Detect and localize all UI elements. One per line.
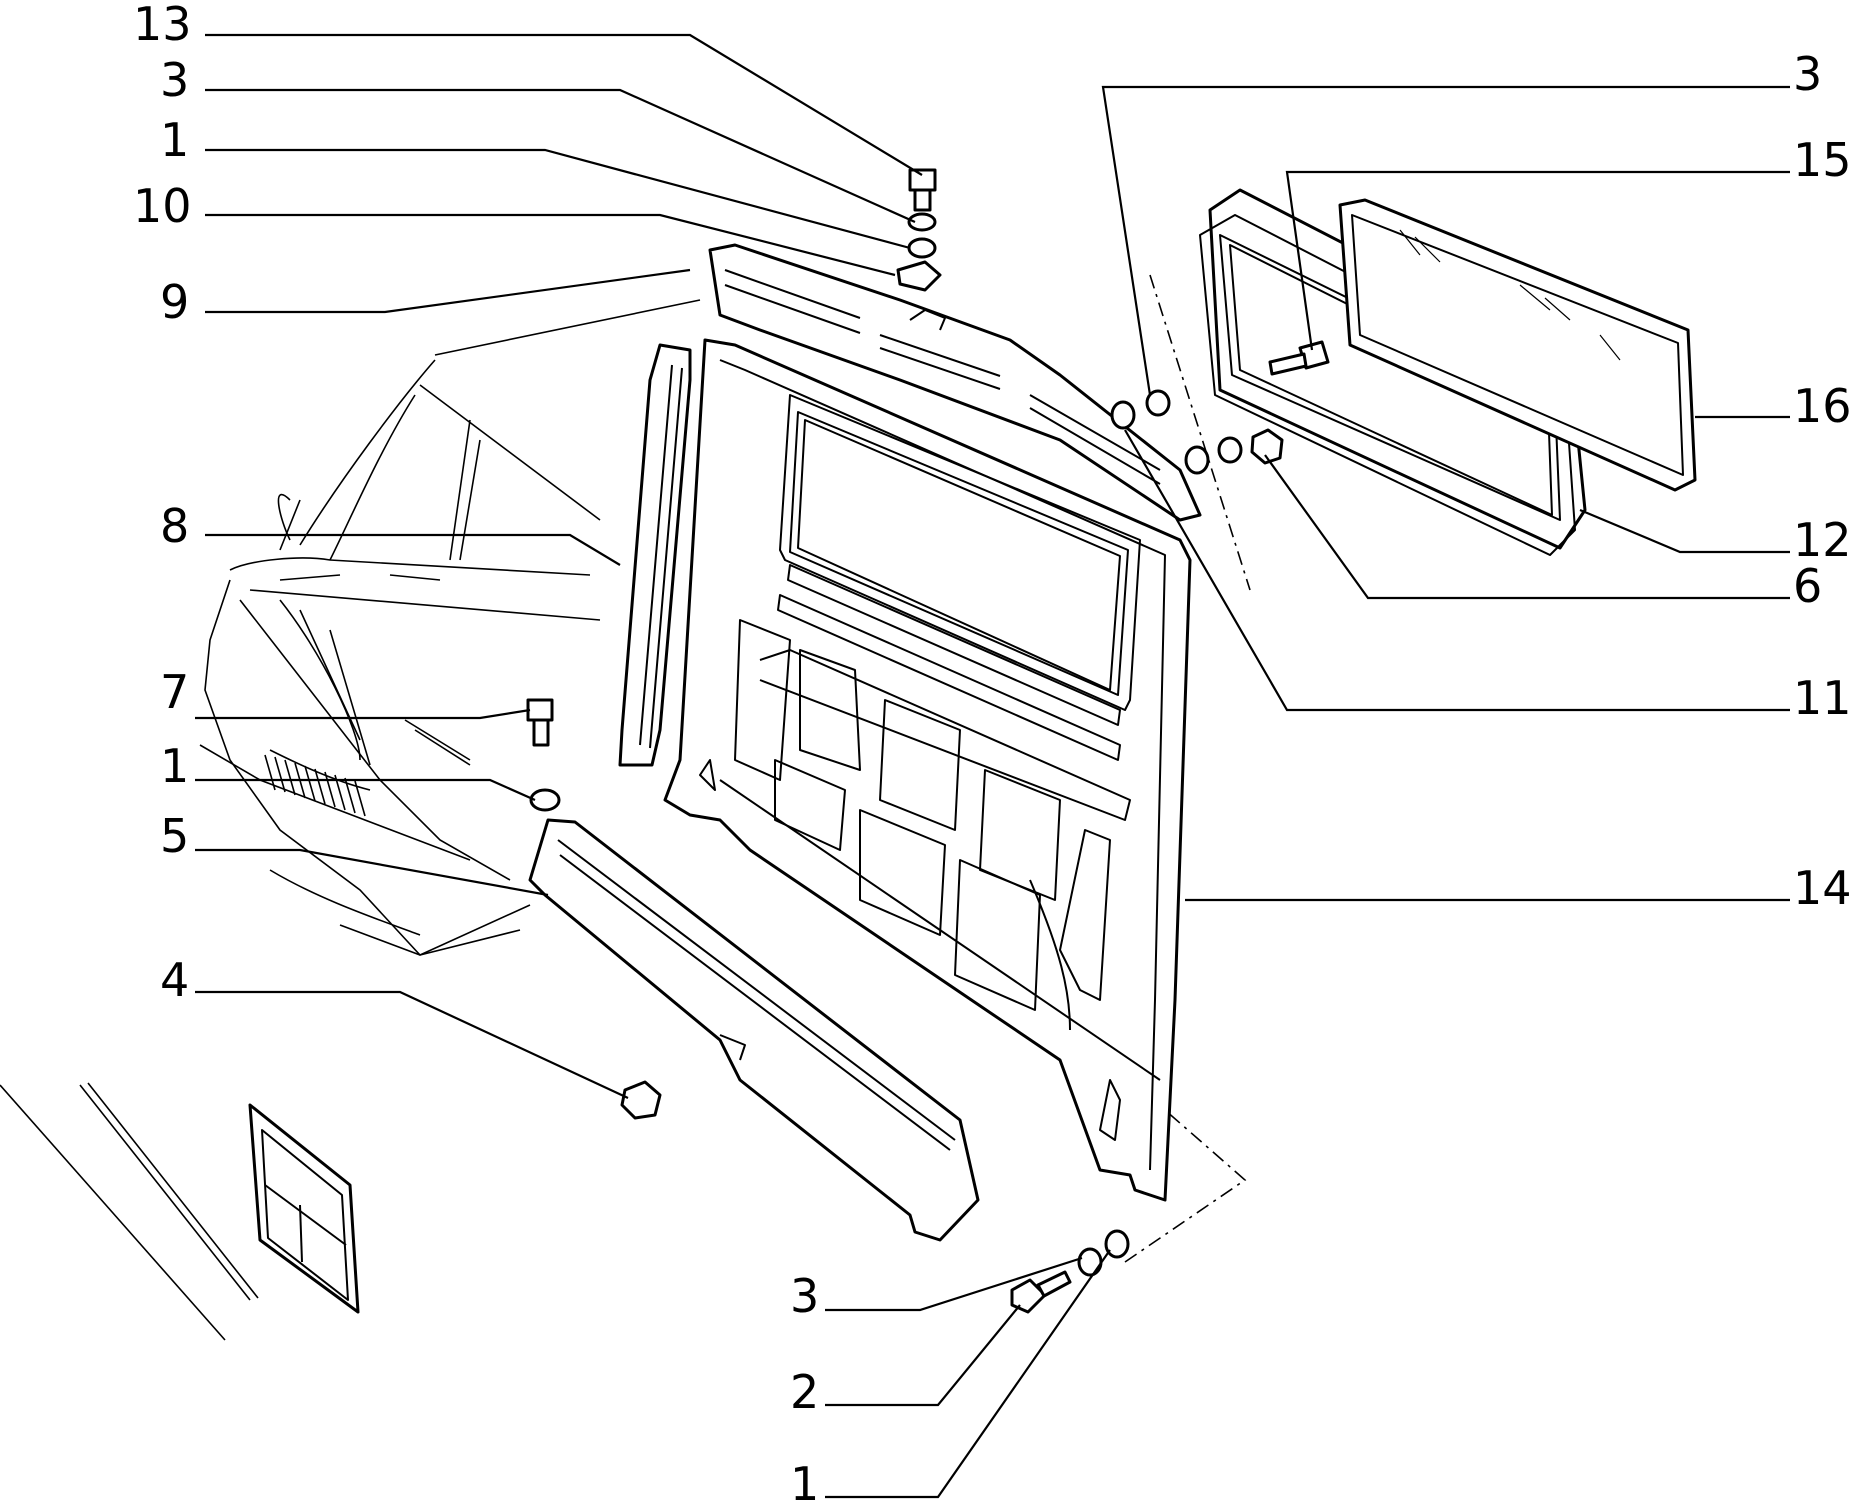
assembly-axis-line-right	[1149, 274, 1251, 591]
washer-part-11b	[1184, 445, 1210, 475]
callout-5: 5	[160, 809, 189, 863]
callout-labels: 13 3 1 10 9 8 7 1 5 4 3 15 16 12 6 11 14…	[133, 0, 1852, 1501]
callout-15: 15	[1793, 133, 1852, 187]
callout-1-top: 1	[160, 113, 189, 167]
bolt-part-7	[526, 698, 554, 747]
callout-10: 10	[133, 179, 192, 233]
washer-part-1-top	[907, 237, 937, 259]
vehicle-background-outline	[0, 299, 701, 1341]
bulkhead-panel-part-14	[663, 338, 1192, 1202]
callout-8: 8	[160, 499, 189, 553]
washer-part-1-bottom	[1104, 1229, 1130, 1259]
washer-part-3-bottom	[1077, 1247, 1103, 1277]
hardware-items	[526, 168, 1330, 1314]
washer-part-6	[1217, 436, 1243, 464]
callout-3-top: 3	[160, 53, 189, 107]
window-glass-part-16	[1338, 198, 1697, 492]
callout-1-bottom: 1	[790, 1457, 819, 1501]
bolt-part-15	[1268, 340, 1330, 376]
plate-part-10	[896, 260, 942, 292]
washer-part-1-left	[529, 788, 561, 812]
callout-1-middle: 1	[160, 739, 189, 793]
callout-11: 11	[1793, 671, 1852, 725]
callout-3-right: 3	[1793, 47, 1822, 101]
callout-4: 4	[160, 953, 189, 1007]
callout-13-top: 13	[133, 0, 192, 51]
nut-part-4	[620, 1080, 662, 1120]
washer-part-3-top	[907, 212, 937, 232]
callout-3-bottom: 3	[790, 1269, 819, 1323]
callout-16: 16	[1793, 379, 1852, 433]
bolt-part-13	[908, 168, 937, 212]
top-rail-part-9	[708, 243, 1202, 522]
callout-12: 12	[1793, 513, 1852, 567]
callout-2: 2	[790, 1365, 819, 1419]
side-marker-lamp	[248, 1103, 360, 1314]
assembly-axis-line	[1124, 1109, 1247, 1263]
lower-rail-part-5	[528, 818, 980, 1242]
window-seal-part-12	[1199, 188, 1587, 556]
callout-7: 7	[160, 665, 189, 719]
left-pillar-part-8	[618, 343, 692, 767]
callout-6: 6	[1793, 559, 1822, 613]
callout-14: 14	[1793, 861, 1852, 915]
leader-lines	[195, 33, 1790, 1499]
nut-part-6	[1250, 428, 1284, 465]
bolt-part-2	[1010, 1270, 1072, 1314]
washer-part-11	[1110, 400, 1136, 430]
vent-grille	[264, 749, 371, 817]
callout-9: 9	[160, 275, 189, 329]
washer-part-3-right	[1145, 389, 1171, 417]
